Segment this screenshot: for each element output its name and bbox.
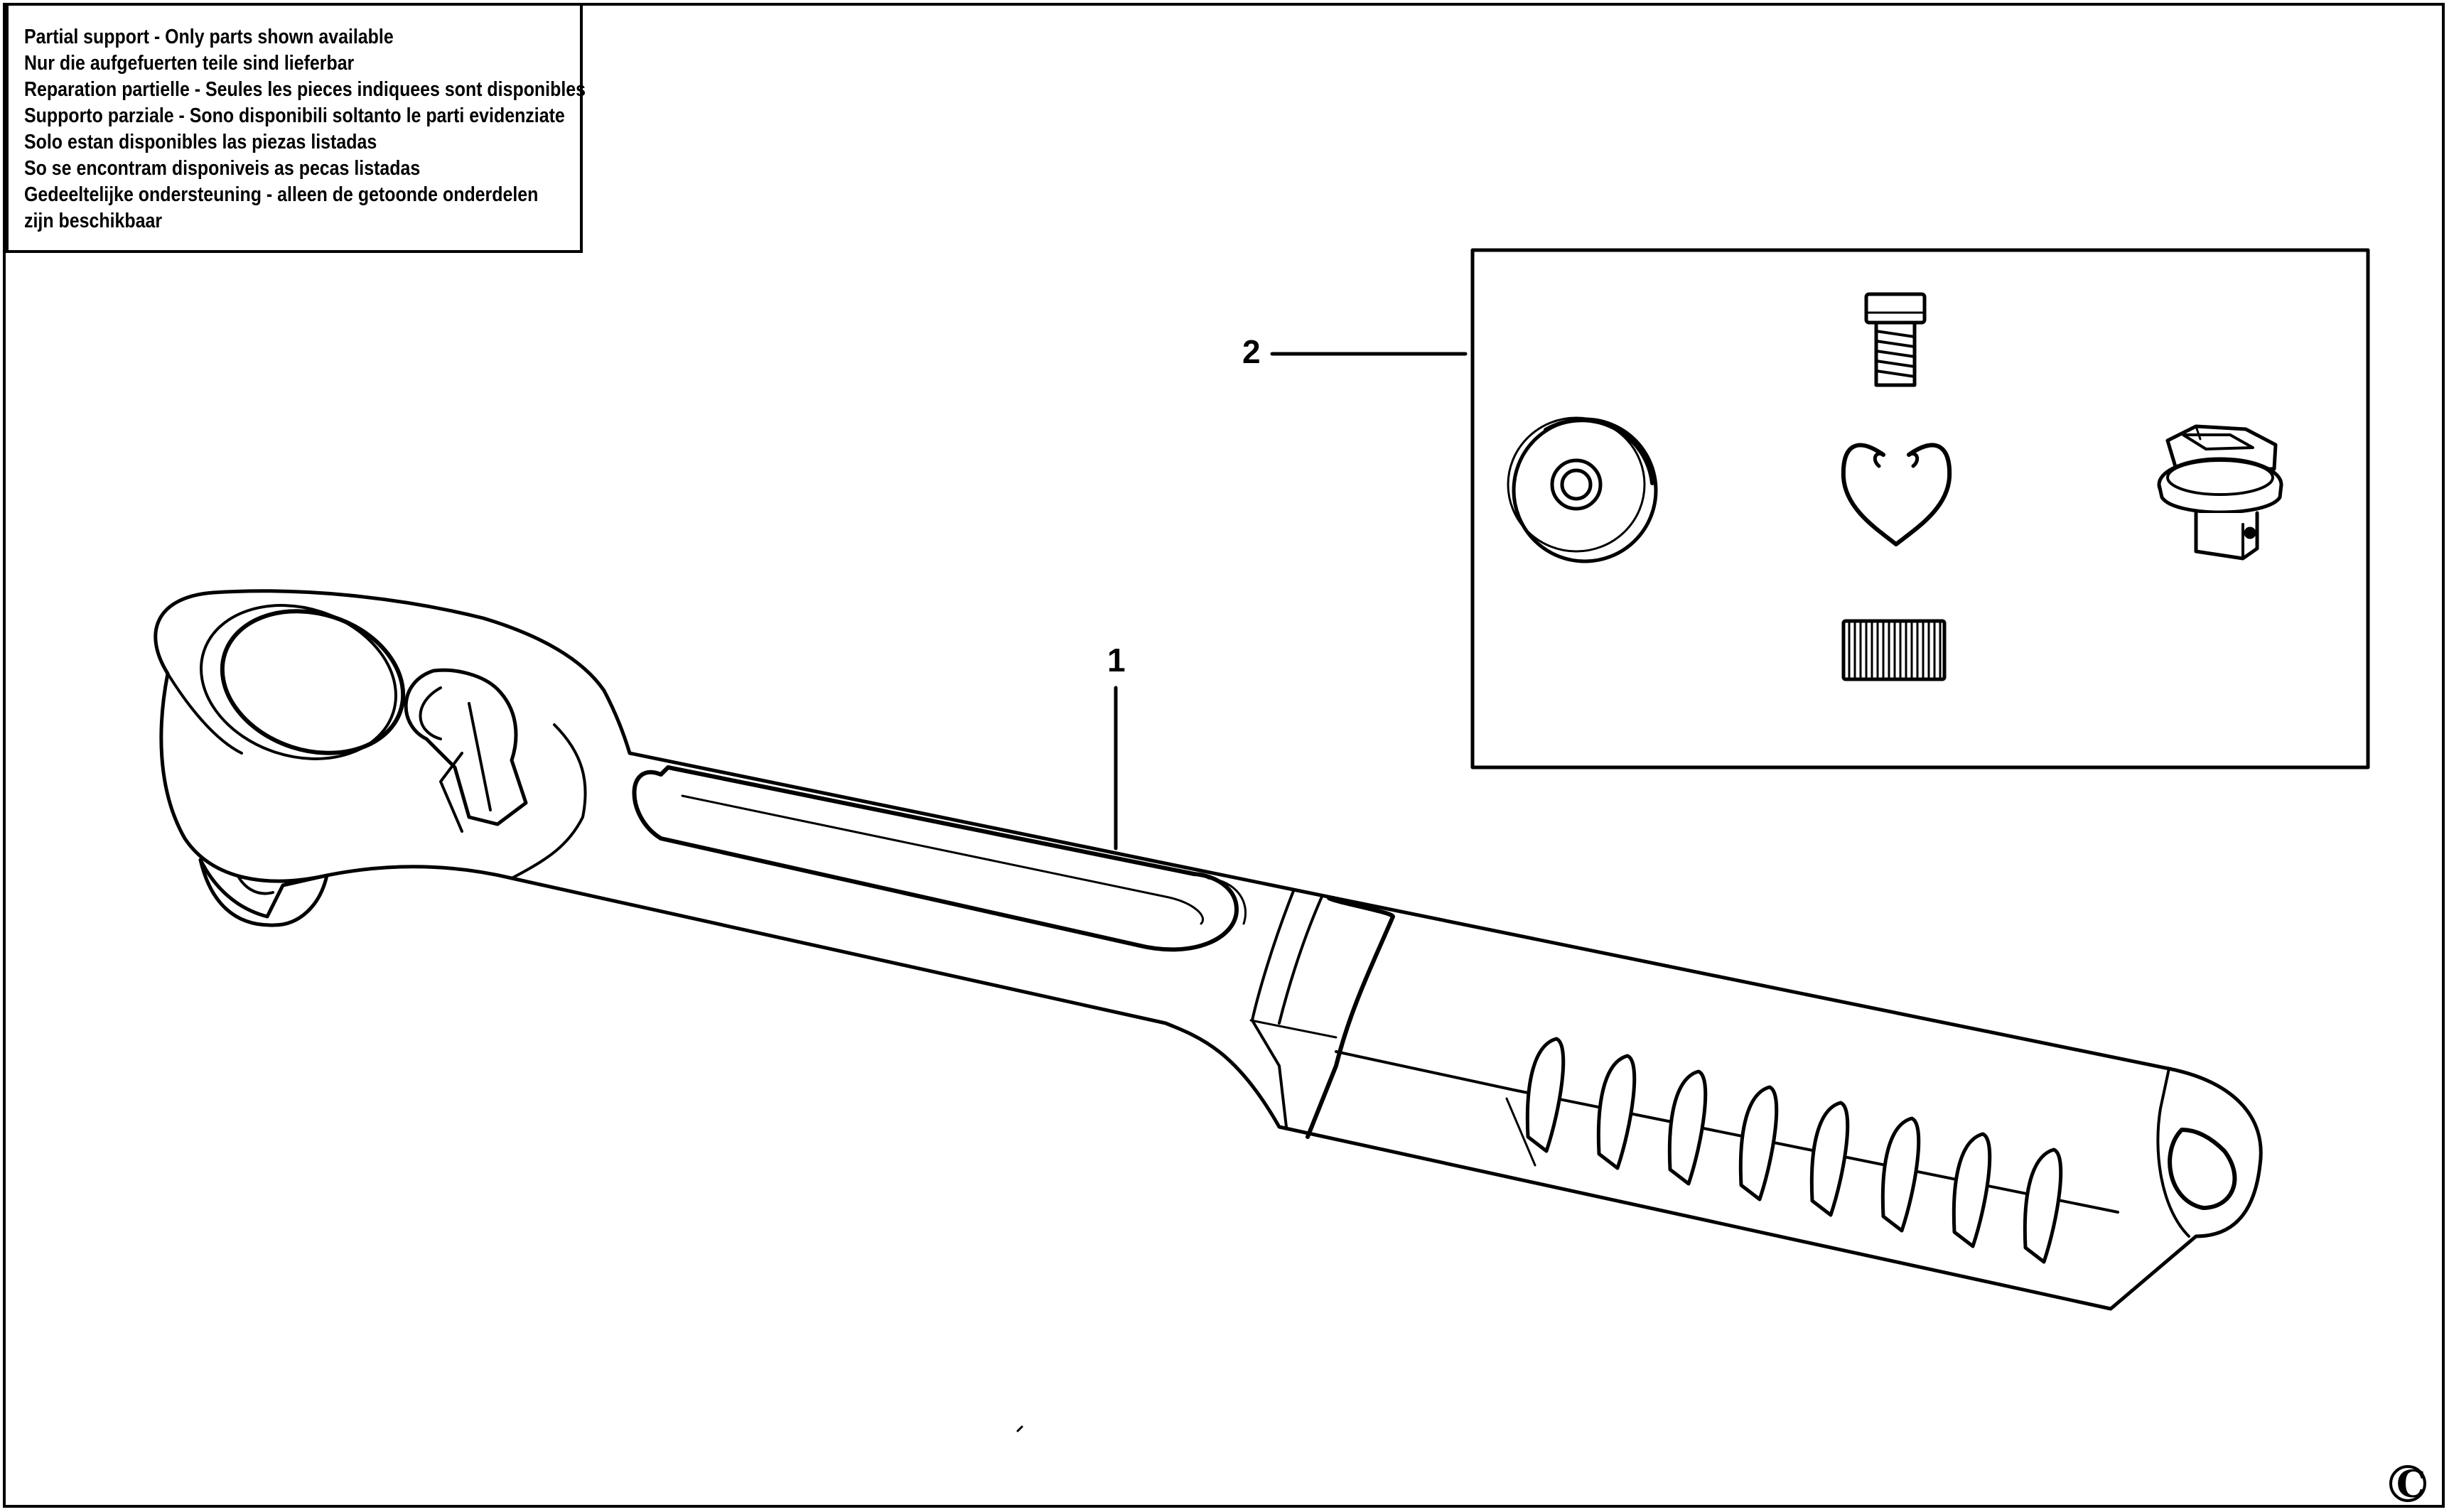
callout-label-2: 2 [1242,333,1261,370]
notice-line-es: Solo estan disponibles las piezas listad… [24,131,377,153]
ratchet-wrench-icon [154,589,2263,1311]
cover-plate-icon [1507,416,1658,563]
notice-line-pt: So se encontram disponiveis as pecas lis… [24,157,421,180]
ratchet-gear-icon [1841,619,1947,681]
notice-line-nl-cont: zijn beschikbaar [24,210,163,232]
notice-line-fr: Reparation partielle - Seules les pieces… [24,78,586,101]
notice-line-nl: Gedeeltelijke ondersteuning - alleen de … [24,183,539,206]
repair-kit-box [1470,248,2370,770]
spring-clip-icon [1841,443,1952,546]
notice-line-en: Partial support - Only parts shown avail… [24,26,394,48]
diagram-frame [3,3,2445,1508]
drive-square-icon [2157,424,2283,561]
notice-line-it: Supporto parziale - Sono disponibili sol… [24,104,565,127]
callout-label-1: 1 [1107,642,1126,679]
notice-line-de: Nur die aufgefuerten teile sind lieferba… [24,52,355,75]
stray-mark [1016,1425,1023,1432]
copyright-ring [2389,1465,2426,1502]
screw-icon [1864,292,1927,387]
availability-notice: Partial support - Only parts shown avail… [6,3,586,253]
repair-kit-group [1270,248,2370,770]
copyright-mark: C [2396,1463,2426,1506]
